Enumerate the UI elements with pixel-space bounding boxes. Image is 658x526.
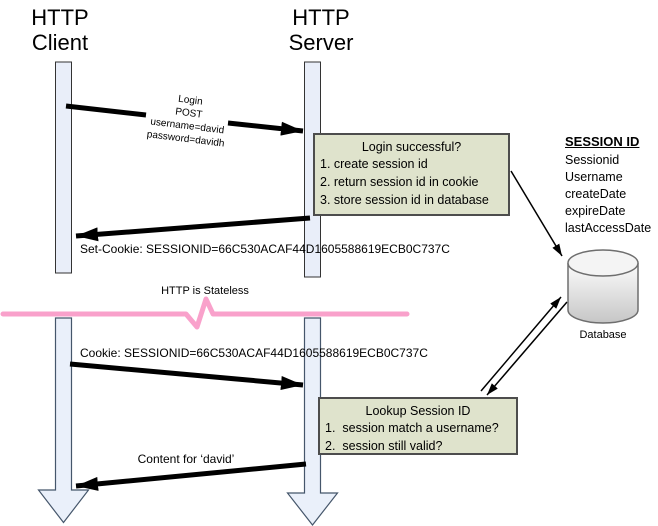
note-login-item: 3. store session id in database xyxy=(320,193,489,207)
server-lifeline-arrow xyxy=(286,317,339,526)
database-cylinder-top xyxy=(567,249,639,277)
note-login-item: 1. create session id xyxy=(320,157,428,171)
client-lifeline-arrow xyxy=(37,317,90,524)
server-title: HTTP Server xyxy=(288,5,354,55)
stateless-label: HTTP is Stateless xyxy=(161,285,249,297)
note-lookup-title: Lookup Session ID xyxy=(365,404,471,418)
schema-field: expireDate xyxy=(565,204,626,218)
login-request-arrow xyxy=(227,120,304,136)
schema-field: Sessionid xyxy=(565,153,620,167)
note-login-title: Login successful? xyxy=(361,140,462,154)
schema-field: Username xyxy=(565,170,623,184)
note-login-successful: Login successful? 1. create session id 2… xyxy=(313,133,510,216)
cookie-request-label: Cookie: SESSIONID=66C530ACAF44D160558861… xyxy=(80,346,428,360)
session-schema: SESSION ID Sessionid Username createDate… xyxy=(565,134,651,237)
note-lookup-item: 2. session still valid? xyxy=(325,439,443,453)
client-lifeline xyxy=(55,61,72,274)
lookup-session-arrow-up xyxy=(480,296,562,392)
content-response-label: Content for ‘david’ xyxy=(137,452,235,466)
content-response-arrow xyxy=(75,461,307,491)
note-lookup-session: Lookup Session ID 1. session match a use… xyxy=(318,397,518,455)
note-lookup-item: 1. session match a username? xyxy=(325,421,499,435)
schema-title: SESSION ID xyxy=(565,134,640,149)
set-cookie-arrow xyxy=(75,215,311,242)
cookie-request-arrow xyxy=(69,361,304,390)
stateless-divider-line xyxy=(0,296,410,330)
login-request-arrow-start xyxy=(65,103,147,118)
client-title: HTTP Client xyxy=(31,5,89,55)
note-login-item: 2. return session id in cookie xyxy=(320,175,479,189)
database-cylinder xyxy=(567,263,639,324)
schema-field: lastAccessDate xyxy=(565,221,652,235)
store-session-arrow xyxy=(510,170,563,257)
database-label: Database xyxy=(579,329,627,341)
set-cookie-label: Set-Cookie: SESSIONID=66C530ACAF44D16055… xyxy=(80,242,450,256)
lookup-session-arrow-down xyxy=(486,301,568,396)
schema-field: createDate xyxy=(565,187,627,201)
